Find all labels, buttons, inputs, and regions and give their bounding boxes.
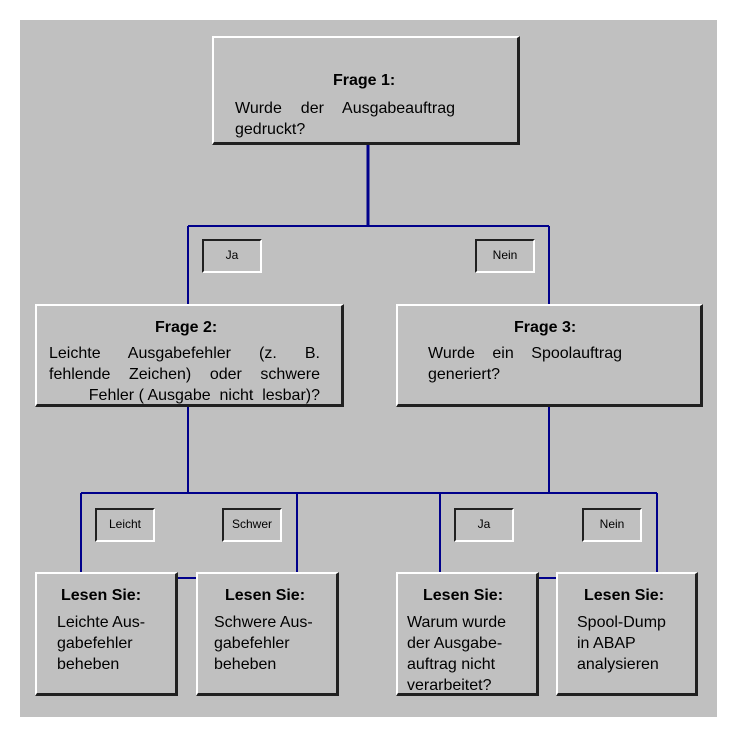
question-2-line-2: fehlende Zeichen) oder schwere <box>49 366 320 383</box>
answer-tag-ja-1: Ja <box>202 239 262 273</box>
question-3-line-2: generiert? <box>428 366 501 383</box>
result-2-line-2: gabefehler <box>214 635 290 652</box>
question-1-title: Frage 1: <box>333 72 396 89</box>
result-3-line-1: Warum wurde <box>407 614 506 631</box>
result-4-line-1: Spool-Dump <box>577 614 666 631</box>
result-3-line-2: der Ausgabe- <box>407 635 503 652</box>
answer-tag-nein-1: Nein <box>475 239 535 273</box>
question-3-text: Wurde ein Spoolauftrag generiert? <box>428 343 622 385</box>
result-3-line-3: auftrag nicht <box>407 656 496 673</box>
result-4-line-2: in ABAP <box>577 635 636 652</box>
result-box-1: Lesen Sie: Leichte Aus- gabefehler beheb… <box>35 572 178 696</box>
answer-tag-ja-2: Ja <box>454 508 514 542</box>
result-1-line-3: beheben <box>57 656 120 673</box>
question-2-line-1: Leichte Ausgabefehler (z. B. <box>49 345 320 362</box>
question-1-line-2: gedruckt? <box>235 121 306 138</box>
result-3-text: Warum wurde der Ausgabe- auftrag nicht v… <box>407 612 506 696</box>
result-2-text: Schwere Aus- gabefehler beheben <box>214 612 313 675</box>
question-3-title: Frage 3: <box>514 319 577 336</box>
question-2-text: Leichte Ausgabefehler (z. B. fehlende Ze… <box>49 343 320 406</box>
result-2-line-1: Schwere Aus- <box>214 614 313 631</box>
result-3-line-4: verarbeitet? <box>407 677 492 694</box>
result-1-title: Lesen Sie: <box>61 587 142 604</box>
result-2-line-3: beheben <box>214 656 277 673</box>
question-2-title: Frage 2: <box>155 319 218 336</box>
question-box-3: Frage 3: Wurde ein Spoolauftrag generier… <box>396 304 703 407</box>
question-1-text: Wurde der Ausgabeauftrag gedruckt? <box>235 98 455 140</box>
question-3-line-1: Wurde ein Spoolauftrag <box>428 345 622 362</box>
answer-tag-leicht: Leicht <box>95 508 155 542</box>
question-box-1: Frage 1: Wurde der Ausgabeauftrag gedruc… <box>212 36 520 145</box>
answer-tag-nein-2: Nein <box>582 508 642 542</box>
result-1-line-2: gabefehler <box>57 635 133 652</box>
result-1-text: Leichte Aus- gabefehler beheben <box>57 612 145 675</box>
result-3-title: Lesen Sie: <box>423 587 504 604</box>
result-2-title: Lesen Sie: <box>225 587 306 604</box>
question-1-line-1: Wurde der Ausgabeauftrag <box>235 100 455 117</box>
question-2-line-3: Fehler ( Ausgabe nicht lesbar)? <box>88 387 320 404</box>
result-1-line-1: Leichte Aus- <box>57 614 146 631</box>
result-4-text: Spool-Dump in ABAP analysieren <box>577 612 666 675</box>
result-box-4: Lesen Sie: Spool-Dump in ABAP analysiere… <box>556 572 698 696</box>
result-box-2: Lesen Sie: Schwere Aus- gabefehler beheb… <box>196 572 339 696</box>
result-4-title: Lesen Sie: <box>584 587 665 604</box>
result-box-3: Lesen Sie: Warum wurde der Ausgabe- auft… <box>396 572 539 696</box>
answer-tag-schwer: Schwer <box>222 508 282 542</box>
question-box-2: Frage 2: Leichte Ausgabefehler (z. B. fe… <box>35 304 344 407</box>
result-4-line-3: analysieren <box>577 656 659 673</box>
